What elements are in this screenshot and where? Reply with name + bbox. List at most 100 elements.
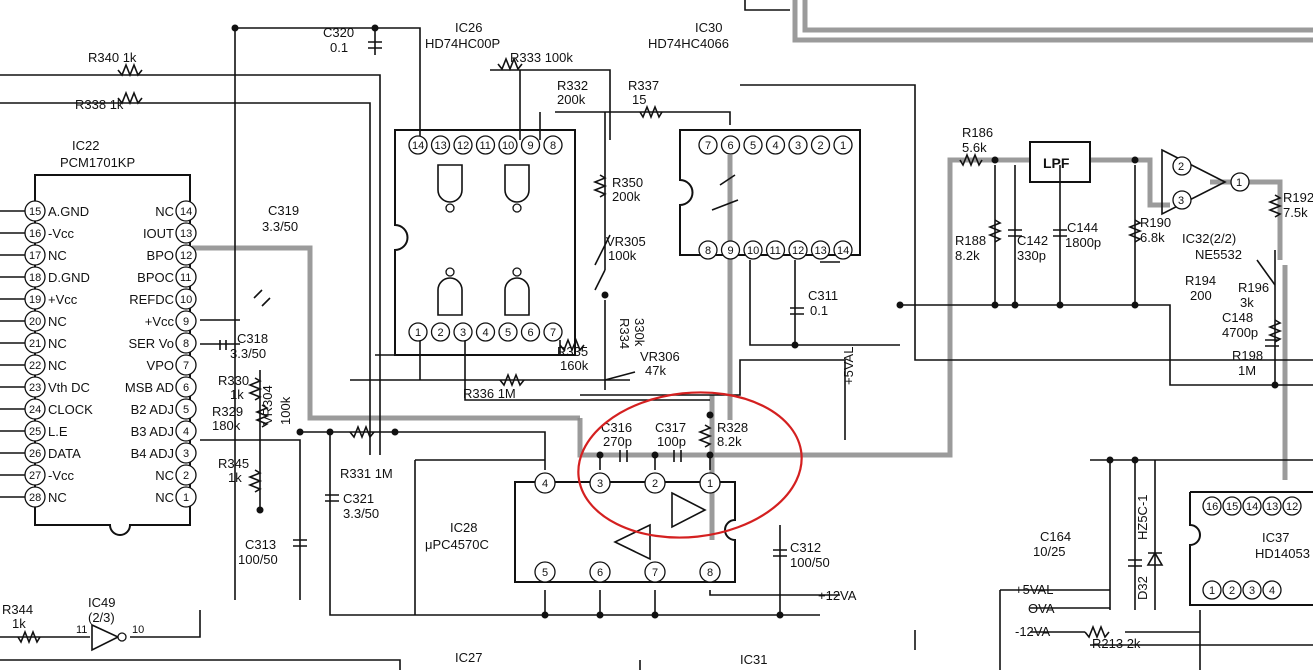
svg-text:R335: R335 [557,344,588,359]
ic26-pin-8-circle [543,135,563,155]
ic32: 2 3 1 IC32(2/2) NE5532 [1161,148,1250,262]
svg-text:VR305: VR305 [606,234,646,249]
svg-text:C321: C321 [343,491,374,506]
svg-text:C318: C318 [237,331,268,346]
svg-text:3.3/50: 3.3/50 [262,219,298,234]
svg-text:1800p: 1800p [1065,235,1101,250]
svg-text:5.6k: 5.6k [962,140,987,155]
svg-text:C313: C313 [245,537,276,552]
signal-traces [192,0,1313,540]
highlight-annotation [577,391,803,539]
svg-text:R328: R328 [717,420,748,435]
ic26-ref: IC26 [455,20,482,35]
ic30-pin-10-circle [743,240,763,260]
svg-text:R336 1M: R336 1M [463,386,516,401]
ic30-pin-10: 10 [747,245,759,257]
svg-text:15: 15 [632,92,646,107]
ic30-pin-4-circle [765,135,786,155]
svg-text:7.5k: 7.5k [1283,205,1308,220]
ic26-pin-5-circle [498,322,518,342]
svg-text:100/50: 100/50 [790,555,830,570]
svg-text:R344: R344 [2,602,33,617]
svg-text:VR304: VR304 [260,385,275,425]
svg-text:330k: 330k [632,318,647,347]
svg-text:R350: R350 [612,175,643,190]
ic22-pin-label-5: B2 ADJ [131,402,174,417]
ic22-pin-5: 5 [183,404,189,416]
svg-text:8.2k: 8.2k [717,434,742,449]
svg-text:3.3/50: 3.3/50 [343,506,379,521]
ic37-pin-4-circle [1262,580,1282,600]
ic22-pin-6-circle [175,376,197,398]
ic26-pin-5: 5 [505,327,511,339]
ic26-pin-12: 12 [457,140,469,152]
ic30-pin-1: 1 [840,140,846,152]
ic26-pin-4-circle [475,322,496,342]
svg-text:R190: R190 [1140,215,1171,230]
ic28-pin-2: 2 [652,478,658,490]
ic37-pin-1-circle [1202,580,1222,600]
ic37-pin-14: 14 [1246,501,1258,513]
svg-text:R345: R345 [218,456,249,471]
ic26-part: HD74HC00P [425,36,500,51]
ic22-pin-8: 8 [183,338,189,350]
ic22-pin-label-9: +Vcc [145,314,175,329]
svg-text:10: 10 [132,624,144,636]
rail-labels: +5VAL OVA -12VA +12VA +5VAL [818,347,1055,639]
ic22-pin-7: 7 [183,360,189,372]
ic22-pin-label-6: MSB AD [125,380,174,395]
ic26-pin-6-circle [520,322,541,342]
ic22-pin-label-8: SER Vo [128,336,174,351]
ic22-pin-label-13: IOUT [143,226,174,241]
ic22-pin-label-14: NC [155,204,174,219]
ic22-pin-10: 10 [180,294,192,306]
ic26-pin-1: 1 [415,327,421,339]
ic22-pin-10-circle [175,288,197,310]
ic27-ref: IC27 [455,650,482,665]
ic30-pin-5: 5 [750,140,756,152]
ic28-pin-4: 4 [542,478,548,490]
svg-text:1k: 1k [230,387,244,402]
svg-text:R337: R337 [628,78,659,93]
svg-text:180k: 180k [212,418,241,433]
ic26-pin-4: 4 [483,327,489,339]
svg-text:R188: R188 [955,233,986,248]
svg-text:1k: 1k [12,616,26,631]
ic22-pin-3-circle [175,442,197,464]
ic30-pin-6-circle [720,135,741,155]
ic30-pin-11: 11 [770,245,781,257]
ic37-pin-3-circle [1242,580,1262,600]
svg-text:C319: C319 [268,203,299,218]
svg-text:6.8k: 6.8k [1140,230,1165,245]
ic37-pin-13: 13 [1266,501,1278,513]
ic22-pin-label-7: VPO [147,358,174,373]
ic30-pin-8-circle [698,240,718,260]
ic22-pin-label-10: REFDC [129,292,174,307]
svg-text:100k: 100k [278,396,293,425]
ic22-pin-label-26: DATA [48,446,81,461]
ic49-sub: (2/3) [88,610,115,625]
ic22-pin-8-circle [175,332,197,354]
ic22-pin-label-24: CLOCK [48,402,93,417]
ic31-ref: IC31 [740,652,767,667]
svg-text:R333 100k: R333 100k [510,50,573,65]
ic37-pin-2-circle [1222,580,1242,600]
ic22-pin-28: 28 [29,492,41,504]
ic30-part: HD74HC4066 [648,36,729,51]
ic37-pin-16-circle [1202,496,1222,516]
ic30-pin-12: 12 [792,245,804,257]
ic22-pin-label-15: A.GND [48,204,89,219]
ic26-pin-13: 13 [435,140,447,152]
ic30-pin-3-circle [788,135,808,155]
ic30-pin-9-circle [720,240,741,260]
ic22-pin-26: 26 [29,448,41,460]
ic30-pin-7-circle [698,135,718,155]
ic30-ref: IC30 [695,20,722,35]
ic28-part: μPC4570C [425,537,489,552]
ic22-pin-16: 16 [29,228,41,240]
svg-text:0.1: 0.1 [810,303,828,318]
